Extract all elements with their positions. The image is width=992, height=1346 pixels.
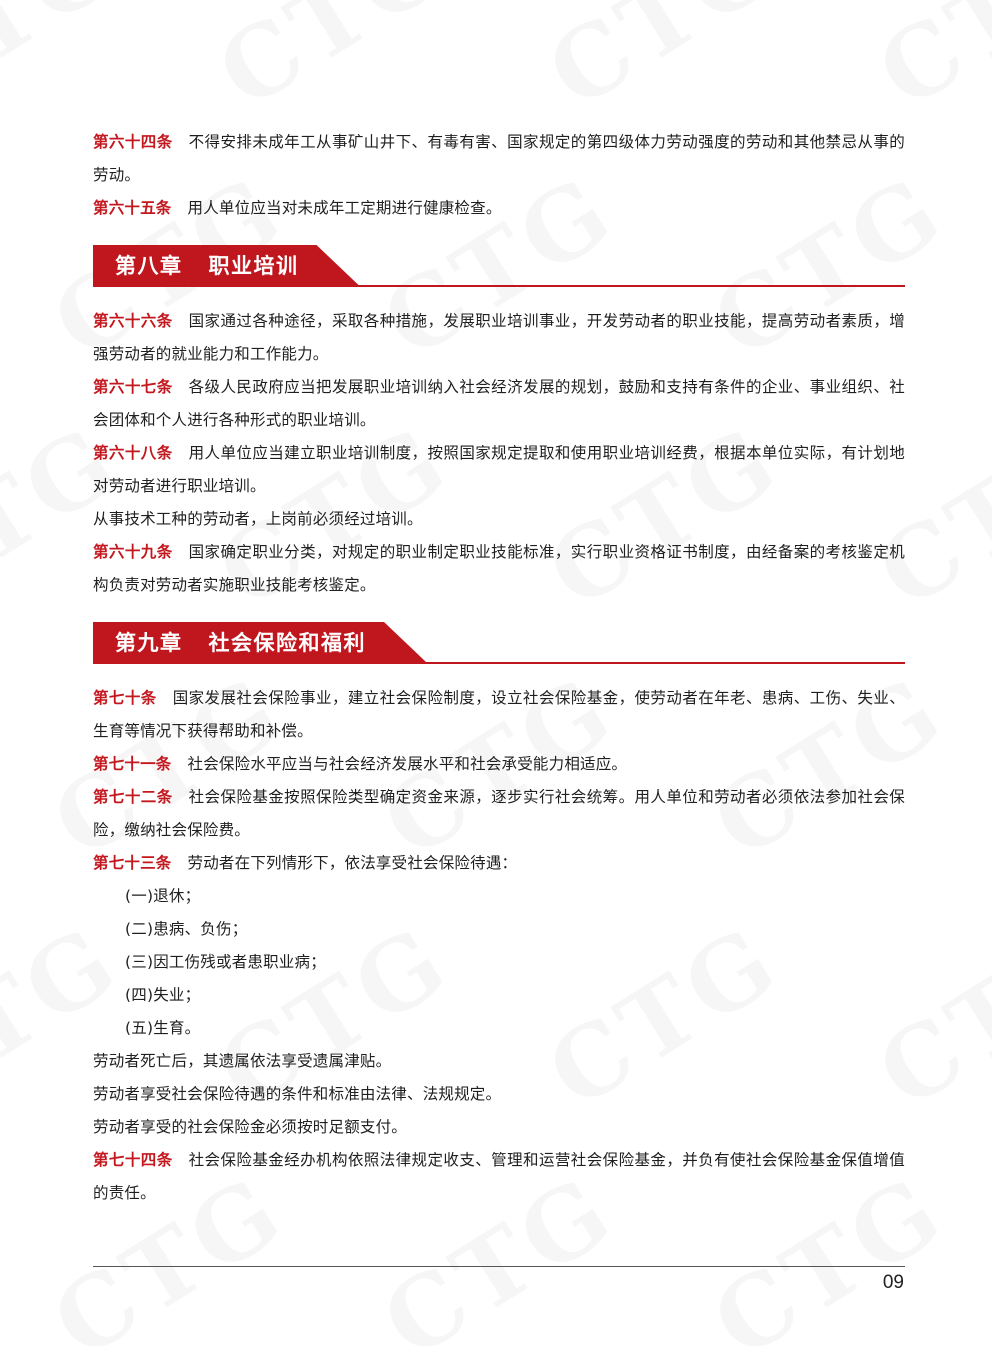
chapter-number: 第九章 (115, 631, 183, 655)
paragraph-text: 社会保险水平应当与社会经济发展水平和社会承受能力相适应。 (187, 755, 628, 773)
paragraph-text: 劳动者在下列情形下，依法享受社会保险待遇： (187, 854, 518, 872)
paragraph-text: 不得安排未成年工从事矿山井下、有毒有害、国家规定的第四级体力劳动强度的劳动和其他… (93, 133, 905, 184)
chapter-banner: 第九章 社会保险和福利 (93, 622, 426, 662)
list-item: (三)因工伤残或者患职业病； (93, 946, 905, 979)
article-number: 第六十五条 (93, 199, 172, 217)
document-body: 第六十四条不得安排未成年工从事矿山井下、有毒有害、国家规定的第四级体力劳动强度的… (93, 126, 905, 1210)
chapter-banner: 第八章 职业培训 (93, 245, 359, 285)
watermark-text: CTG (529, 0, 799, 130)
chapter-heading: 第九章 社会保险和福利 (93, 622, 905, 666)
paragraph-text: (四)失业； (125, 986, 201, 1004)
article-paragraph: 第七十四条社会保险基金经办机构依照法律规定收支、管理和运营社会保险基金，并负有使… (93, 1144, 905, 1210)
article-number: 第七十四条 (93, 1151, 173, 1169)
body-paragraph: 劳动者享受的社会保险金必须按时足额支付。 (93, 1111, 905, 1144)
list-item: (四)失业； (93, 979, 905, 1012)
body-paragraph: 从事技术工种的劳动者，上岗前必须经过培训。 (93, 503, 905, 536)
chapter-heading: 第八章 职业培训 (93, 245, 905, 289)
chapter-title: 职业培训 (208, 254, 299, 278)
article-paragraph: 第六十五条用人单位应当对未成年工定期进行健康检查。 (93, 192, 905, 225)
article-paragraph: 第六十四条不得安排未成年工从事矿山井下、有毒有害、国家规定的第四级体力劳动强度的… (93, 126, 905, 192)
article-number: 第七十三条 (93, 854, 172, 872)
paragraph-text: (一)退休； (125, 887, 201, 905)
article-paragraph: 第七十二条社会保险基金按照保险类型确定资金来源，逐步实行社会统筹。用人单位和劳动… (93, 781, 905, 847)
article-paragraph: 第六十七条各级人民政府应当把发展职业培训纳入社会经济发展的规划，鼓励和支持有条件… (93, 371, 905, 437)
list-item: (一)退休； (93, 880, 905, 913)
watermark-text: CTG (199, 0, 469, 130)
body-paragraph: 劳动者享受社会保险待遇的条件和标准由法律、法规规定。 (93, 1078, 905, 1111)
article-number: 第七十二条 (93, 788, 173, 806)
article-number: 第六十九条 (93, 543, 173, 561)
list-item: (二)患病、负伤； (93, 913, 905, 946)
paragraph-text: 从事技术工种的劳动者，上岗前必须经过培训。 (93, 510, 423, 528)
list-item: (五)生育。 (93, 1012, 905, 1045)
article-paragraph: 第七十条国家发展社会保险事业，建立社会保险制度，设立社会保险基金，使劳动者在年老… (93, 682, 905, 748)
paragraph-text: 国家确定职业分类，对规定的职业制定职业技能标准，实行职业资格证书制度，由经备案的… (93, 543, 905, 594)
article-number: 第六十六条 (93, 312, 173, 330)
paragraph-text: (五)生育。 (125, 1019, 201, 1037)
article-paragraph: 第六十九条国家确定职业分类，对规定的职业制定职业技能标准，实行职业资格证书制度，… (93, 536, 905, 602)
footer-divider (93, 1266, 905, 1267)
article-paragraph: 第六十六条国家通过各种途径，采取各种措施，发展职业培训事业，开发劳动者的职业技能… (93, 305, 905, 371)
paragraph-text: 国家发展社会保险事业，建立社会保险制度，设立社会保险基金，使劳动者在年老、患病、… (93, 689, 905, 740)
chapter-number: 第八章 (115, 254, 183, 278)
paragraph-text: 劳动者享受社会保险待遇的条件和标准由法律、法规规定。 (93, 1085, 502, 1103)
paragraph-text: 劳动者享受的社会保险金必须按时足额支付。 (93, 1118, 408, 1136)
chapter-underline (93, 285, 905, 287)
body-paragraph: 劳动者死亡后，其遗属依法享受遗属津贴。 (93, 1045, 905, 1078)
chapter-title: 社会保险和福利 (208, 631, 366, 655)
article-paragraph: 第六十八条用人单位应当建立职业培训制度，按照国家规定提取和使用职业培训经费，根据… (93, 437, 905, 503)
paragraph-text: 各级人民政府应当把发展职业培训纳入社会经济发展的规划，鼓励和支持有条件的企业、事… (93, 378, 905, 429)
watermark-text: CTG (0, 0, 139, 130)
article-number: 第六十七条 (93, 378, 173, 396)
article-number: 第六十八条 (93, 444, 173, 462)
article-number: 第七十一条 (93, 755, 172, 773)
paragraph-text: 用人单位应当对未成年工定期进行健康检查。 (187, 199, 502, 217)
page-number: 09 (882, 1272, 904, 1293)
article-number: 第七十条 (93, 689, 157, 707)
paragraph-text: 国家通过各种途径，采取各种措施，发展职业培训事业，开发劳动者的职业技能，提高劳动… (93, 312, 905, 363)
article-paragraph: 第七十一条社会保险水平应当与社会经济发展水平和社会承受能力相适应。 (93, 748, 905, 781)
paragraph-text: 劳动者死亡后，其遗属依法享受遗属津贴。 (93, 1052, 392, 1070)
paragraph-text: 用人单位应当建立职业培训制度，按照国家规定提取和使用职业培训经费，根据本单位实际… (93, 444, 905, 495)
watermark-text: CTG (859, 0, 992, 130)
paragraph-text: (三)因工伤残或者患职业病； (125, 953, 326, 971)
paragraph-text: (二)患病、负伤； (125, 920, 248, 938)
paragraph-text: 社会保险基金按照保险类型确定资金来源，逐步实行社会统筹。用人单位和劳动者必须依法… (93, 788, 905, 839)
article-number: 第六十四条 (93, 133, 173, 151)
paragraph-text: 社会保险基金经办机构依照法律规定收支、管理和运营社会保险基金，并负有使社会保险基… (93, 1151, 905, 1202)
article-paragraph: 第七十三条劳动者在下列情形下，依法享受社会保险待遇： (93, 847, 905, 880)
chapter-underline (93, 662, 905, 664)
